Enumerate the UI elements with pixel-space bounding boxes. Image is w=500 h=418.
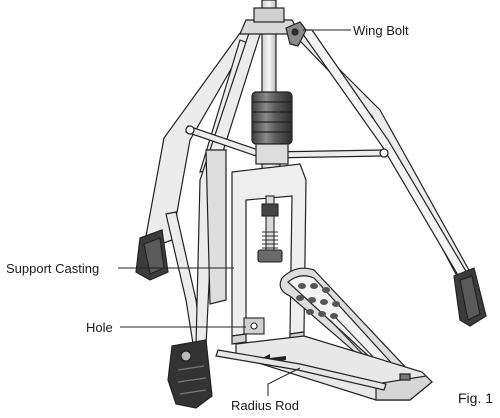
figure-number: Fig. 1 — [458, 390, 494, 406]
wing-bolt-label: Wing Bolt — [353, 23, 409, 38]
footboard-holes — [296, 283, 340, 319]
leader-lines — [118, 29, 351, 396]
wing-bolt — [285, 21, 307, 47]
height-clamp — [251, 91, 293, 165]
leader-radius-rod — [267, 367, 301, 396]
heel-plate — [235, 335, 433, 401]
rubber-foot-front — [167, 339, 213, 409]
tripod-top — [239, 7, 302, 35]
support-casting-label: Support Casting — [6, 261, 100, 276]
radius-rod-label: Radius Rod — [231, 398, 299, 413]
hole-label: Hole — [86, 320, 113, 335]
rubber-foot-left — [135, 229, 169, 281]
hole-bracket — [243, 317, 265, 335]
footboard — [279, 267, 411, 387]
radius-rod — [215, 349, 387, 391]
pull-rod-spring — [257, 195, 283, 263]
rubber-foot-right — [453, 267, 487, 327]
